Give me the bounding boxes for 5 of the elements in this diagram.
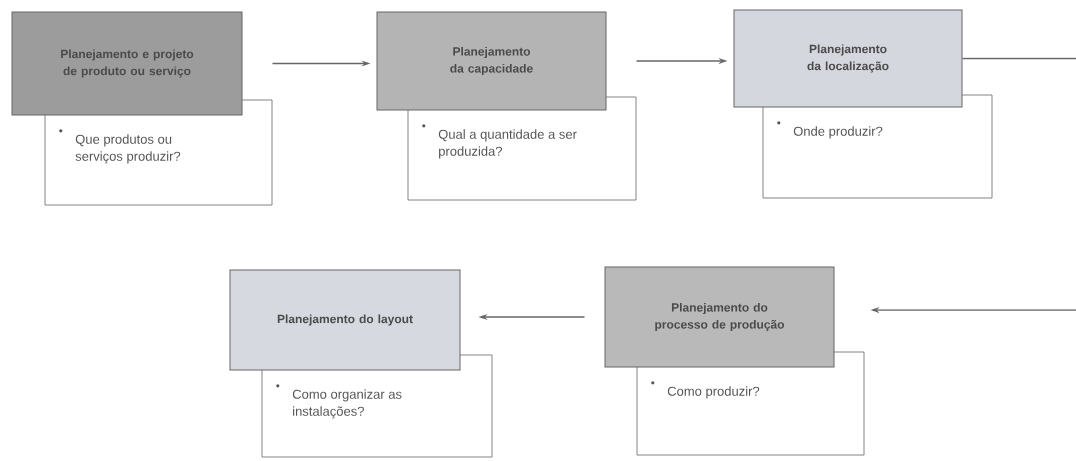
- heading-box: Planejamento e projeto de produto ou serviço: [11, 11, 243, 116]
- heading-box: Planejamento da localização: [733, 9, 963, 108]
- heading-box: Planejamento do processo de produção: [604, 266, 835, 368]
- heading-box: Planejamento do layout: [229, 269, 461, 371]
- heading-box: Planejamento da capacidade: [376, 11, 607, 111]
